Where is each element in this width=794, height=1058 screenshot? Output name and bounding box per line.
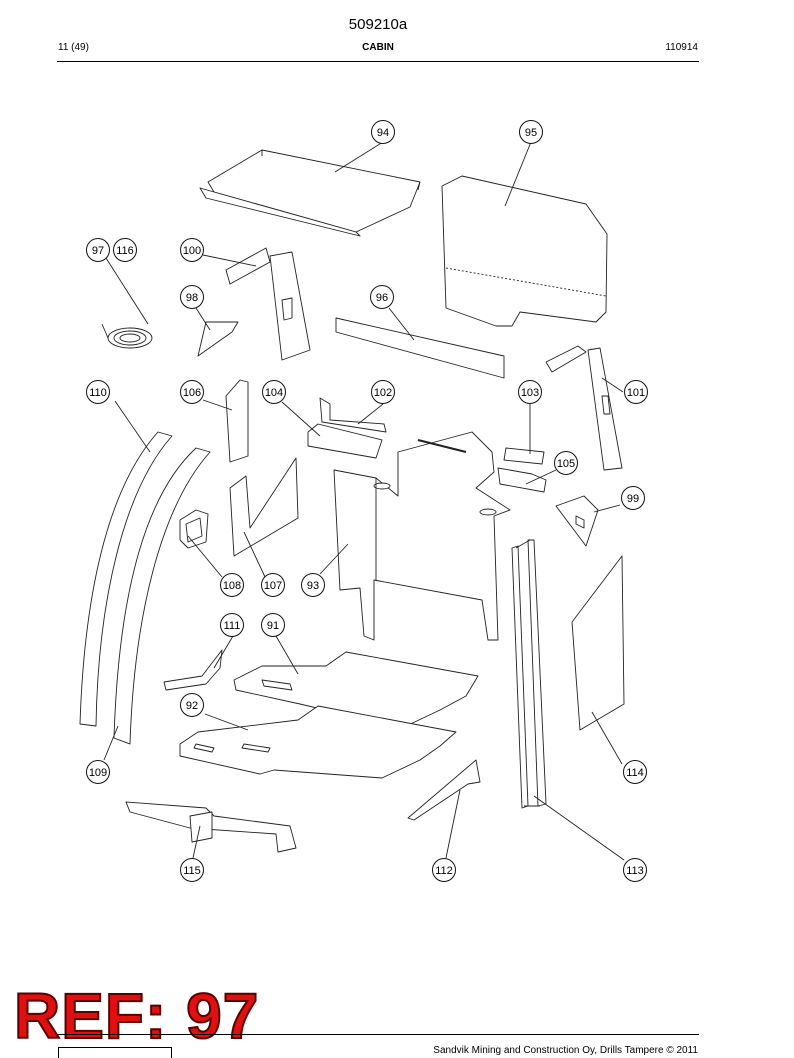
callout-112: 112 [432,858,456,882]
part-114-side-panel [571,555,625,731]
callout-98: 98 [180,285,204,309]
svg-text:102: 102 [374,387,392,399]
svg-text:96: 96 [376,292,388,304]
svg-text:106: 106 [183,387,201,399]
callout-97: 97 [86,238,110,262]
part-108-block [179,509,209,549]
svg-text:105: 105 [557,458,575,470]
svg-text:113: 113 [626,865,644,877]
footer-rule [57,1034,699,1035]
svg-text:97: 97 [92,245,104,257]
callout-114: 114 [623,760,647,784]
callout-109: 109 [86,760,110,784]
footer-copyright: Sandvik Mining and Construction Oy, Dril… [433,1045,698,1056]
part-91-floor-mat [233,651,479,729]
part-95-rear-panel [441,175,608,327]
document-number: 509210a [348,16,408,33]
callouts: 94 95 97 116 100 98 96 110 106 104 102 1… [86,120,648,882]
svg-text:93: 93 [307,580,319,592]
part-93-main-wall [333,431,511,641]
section-title: CABIN [362,42,394,53]
callout-116: 116 [113,238,137,262]
svg-text:100: 100 [183,245,201,257]
part-99-bracket [555,495,599,547]
callout-104: 104 [262,380,286,404]
date-code: 110914 [665,42,698,53]
callout-92: 92 [180,693,204,717]
callout-101: 101 [624,380,648,404]
part-94-roof-lining [199,149,421,237]
callout-110: 110 [86,380,110,404]
svg-text:109: 109 [89,767,107,779]
part-113-column [511,539,547,809]
part-106-panel [225,379,249,463]
part-112-trim [407,759,481,821]
callout-111: 111 [220,613,244,637]
page-indicator: 11 (49) [58,42,89,53]
svg-text:94: 94 [377,127,389,139]
svg-text:116: 116 [116,245,134,257]
part-115-rail [125,801,297,853]
svg-text:115: 115 [183,865,201,877]
callout-96: 96 [370,285,394,309]
part-96-strip [335,317,505,379]
callout-113: 113 [623,858,647,882]
callout-105: 105 [554,451,578,475]
part-101-pillar [545,345,623,471]
part-97-coil [101,323,153,349]
part-110-arch-trim [79,431,173,727]
callout-102: 102 [371,380,395,404]
svg-text:91: 91 [267,620,279,632]
callout-107: 107 [261,573,285,597]
svg-text:114: 114 [626,767,644,779]
callout-93: 93 [301,573,325,597]
svg-text:101: 101 [627,387,645,399]
svg-text:107: 107 [264,580,282,592]
part-109-arch-trim [113,447,211,745]
part-100-pillar-trim [225,247,311,361]
callout-99: 99 [621,486,645,510]
svg-text:92: 92 [186,700,198,712]
ref-stamp: REF: 97 [13,980,260,1052]
svg-text:95: 95 [525,127,537,139]
svg-text:98: 98 [186,292,198,304]
callout-100: 100 [180,238,204,262]
svg-text:103: 103 [521,387,539,399]
part-92-floor-plate [179,705,457,779]
svg-text:108: 108 [223,580,241,592]
callout-95: 95 [519,120,543,144]
svg-text:99: 99 [627,493,639,505]
callout-103: 103 [518,380,542,404]
part-107-panel [229,457,299,557]
svg-text:104: 104 [265,387,283,399]
callout-115: 115 [180,858,204,882]
svg-text:112: 112 [435,865,453,877]
part-111-trim [163,649,223,691]
callout-91: 91 [261,613,285,637]
callout-106: 106 [180,380,204,404]
svg-text:111: 111 [224,620,241,632]
svg-text:110: 110 [89,387,107,399]
part-104-102-trim [307,397,387,459]
callout-108: 108 [220,573,244,597]
part-103-105-pieces [497,447,547,493]
part-98-bracket [197,321,239,357]
header-rule [57,61,699,62]
callout-94: 94 [371,120,395,144]
